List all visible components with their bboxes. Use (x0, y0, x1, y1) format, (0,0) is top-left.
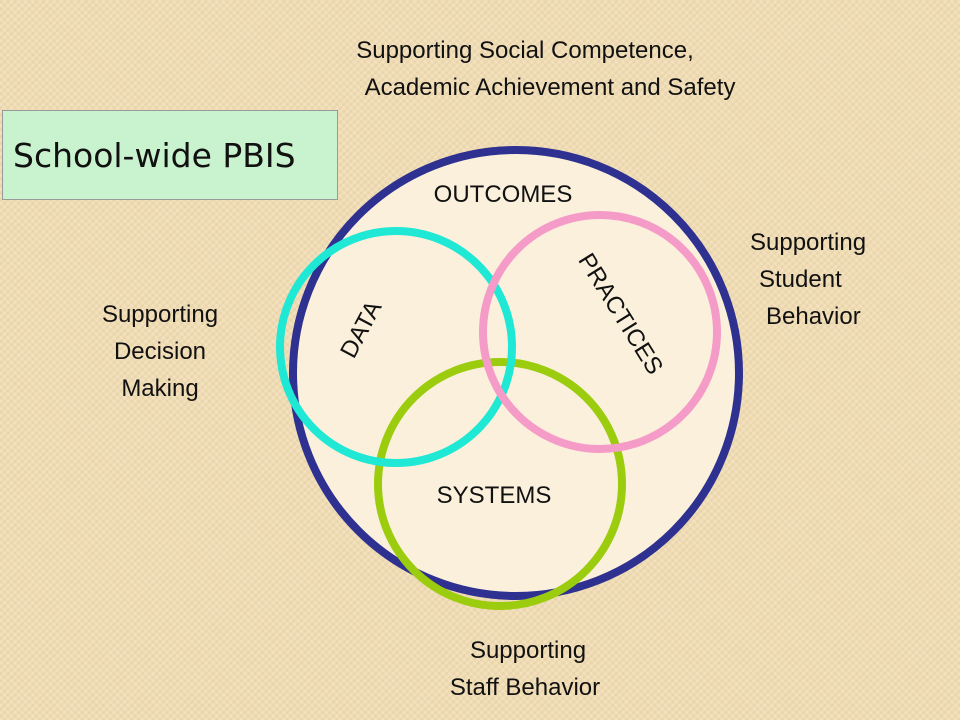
top-caption-line-2: Academic Achievement and Safety (364, 74, 736, 101)
practices-circle (479, 211, 721, 453)
bottom-caption-line-2: Staff Behavior (449, 674, 601, 701)
outcomes-label: OUTCOMES (434, 181, 573, 208)
left-caption-line-2: Decision (113, 338, 207, 365)
left-caption-line-3: Making (121, 375, 199, 402)
systems-circle (374, 358, 626, 610)
page-title: School-wide PBIS (13, 135, 296, 175)
top-caption: Supporting Social Competence, Academic A… (300, 32, 800, 106)
bottom-caption-line-1: Supporting (469, 637, 587, 664)
systems-label: SYSTEMS (437, 482, 552, 509)
right-caption-line-1: Supporting (750, 229, 867, 256)
top-caption-line-1: Supporting Social Competence, (356, 37, 694, 64)
bottom-caption: Supporting Staff Behavior (400, 632, 650, 706)
left-caption-line-1: Supporting (101, 301, 219, 328)
outcomes-circle (289, 146, 743, 600)
title-box: School-wide PBIS (2, 110, 338, 200)
right-caption: Supporting Student Behavior (740, 224, 900, 335)
left-caption: Supporting Decision Making (60, 296, 260, 407)
right-caption-line-2: Student (759, 266, 842, 293)
data-circle (276, 227, 516, 467)
right-caption-line-3: Behavior (766, 303, 861, 330)
